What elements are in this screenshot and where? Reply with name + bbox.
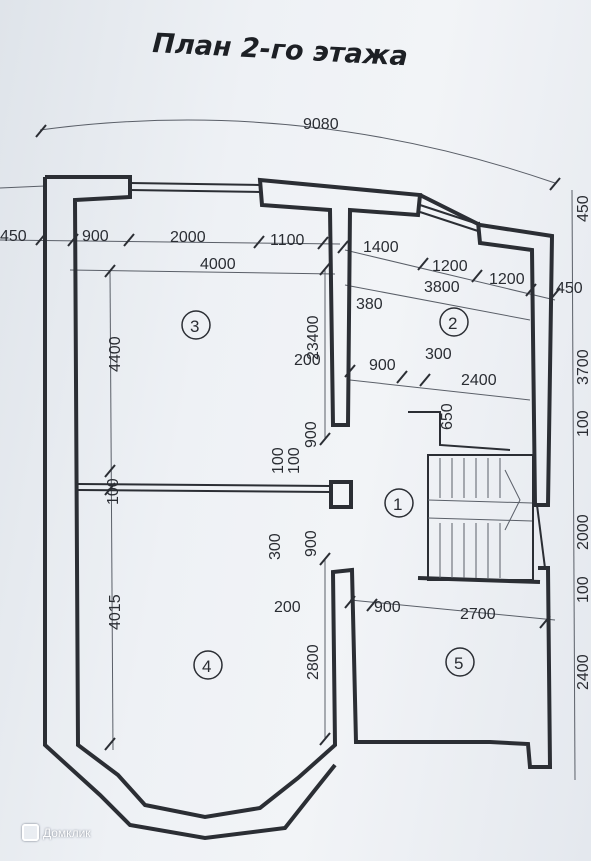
room-4-circle	[193, 650, 223, 680]
dimension-line	[109, 269, 114, 751]
dimension-line	[0, 239, 341, 245]
dimension-line	[344, 249, 556, 301]
watermark: Домклик	[22, 824, 91, 841]
room-3-number: 3	[190, 317, 199, 336]
dimension-line	[0, 185, 46, 189]
room-2-number: 2	[448, 314, 457, 333]
dim-r2-380: 380	[356, 296, 383, 313]
dim-tick	[549, 177, 561, 191]
room-markers: 3 2 1 4 5	[181, 307, 475, 680]
dim-right-2000: 2000	[575, 514, 591, 550]
room-3-circle	[181, 310, 211, 340]
dim-r3-seg2: 2000	[170, 229, 206, 246]
dim-r5-900: 900	[374, 599, 401, 616]
room-4-number: 4	[202, 657, 211, 676]
staircase	[427, 454, 534, 581]
dim-r2-width: 3800	[424, 279, 460, 296]
dim-left-offset: 450	[0, 228, 27, 245]
dim-r2-seg2: 1200	[432, 258, 468, 275]
dimension-line	[344, 284, 531, 321]
watermark-text: Домклик	[43, 825, 91, 840]
dim-right-100a: 100	[575, 410, 591, 437]
dim-door-900: 900	[303, 421, 320, 448]
room-5-circle	[445, 647, 475, 677]
room-1-number: 1	[393, 495, 402, 514]
plan-title: План 2-го этажа	[152, 28, 409, 72]
dim-r5-2700: 2700	[460, 606, 496, 623]
overall-dimension-line	[39, 119, 556, 184]
dimension-ticks	[35, 232, 561, 751]
dim-door-100b: 100	[286, 447, 303, 474]
dim-r2-200: 200	[294, 352, 321, 369]
dimension-line	[69, 269, 336, 275]
dim-r2-seg3: 1200	[489, 271, 525, 288]
dim-right-450: 450	[556, 280, 583, 297]
dim-r3-height: 4400	[107, 336, 124, 372]
dim-tick	[35, 124, 47, 138]
dimension-line	[349, 599, 556, 621]
dim-right-3700: 3700	[575, 349, 591, 385]
room-5-number: 5	[454, 654, 463, 673]
dim-r1-900: 900	[303, 530, 320, 557]
dim-r3-seg1: 900	[82, 228, 109, 245]
dim-door-100a: 100	[270, 447, 287, 474]
room-2-circle	[439, 307, 469, 337]
dim-right-2400: 2400	[575, 654, 591, 690]
dim-r2-3400: 23400	[305, 315, 322, 360]
dimension-line	[571, 189, 576, 781]
dim-r5-200: 200	[274, 599, 301, 616]
dim-r5-2800: 2800	[305, 644, 322, 680]
exterior-walls	[43, 175, 555, 841]
dim-right-450-top: 450	[575, 195, 591, 222]
dimension-line	[349, 379, 531, 401]
domclick-logo-icon	[22, 824, 39, 841]
dim-right-100b: 100	[575, 576, 591, 603]
dim-r1-300: 300	[267, 533, 284, 560]
dim-wall-100: 100	[105, 478, 122, 505]
dim-corridor-300: 300	[425, 346, 452, 363]
dim-overall-width: 9080	[303, 116, 339, 133]
dimension-labels: 450 900 2000 1100 4000 4400 1400 1200 12…	[0, 195, 591, 690]
dim-r4-height: 4015	[107, 594, 124, 630]
dim-r3-width: 4000	[200, 256, 236, 273]
dim-stair-650: 650	[439, 403, 456, 430]
dim-r2-seg1: 1400	[363, 239, 399, 256]
room-1-circle	[384, 488, 414, 518]
dim-r3-seg3: 1100	[270, 232, 305, 249]
dim-corridor-900: 900	[369, 357, 396, 374]
dim-corridor-2400: 2400	[461, 372, 497, 389]
